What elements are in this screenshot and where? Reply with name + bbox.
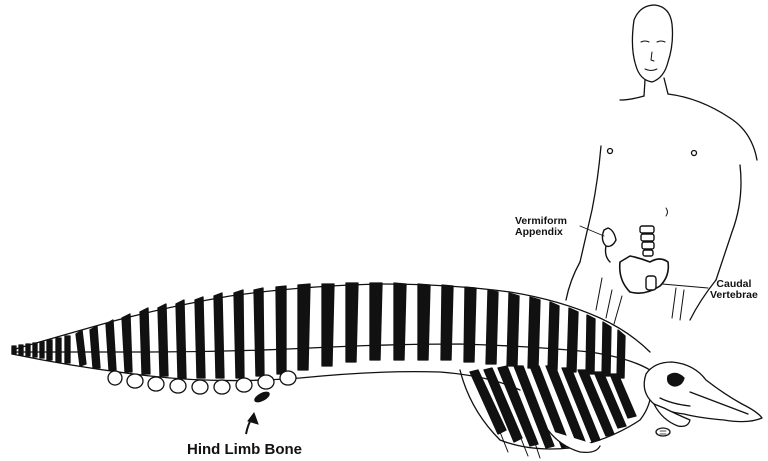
human-caudal-vertebrae [640,226,656,290]
label-hind-limb-bone: Hind Limb Bone [187,442,302,458]
human-figure [566,5,757,324]
whale-skeleton [12,283,762,458]
human-pelvis [620,256,669,293]
arrow-icon [246,413,258,434]
label-caudal-line2: Vertebrae [710,290,758,301]
whale-skull [644,362,762,436]
label-caudal-vertebrae: Caudal Vertebrae [710,279,758,301]
label-vermiform-appendix: Vermiform Appendix [515,216,567,238]
hind-limb-bone [253,390,270,404]
whale-vertebral-spines [76,283,625,378]
appendix-shape [602,228,616,262]
human-shoulders [620,94,757,160]
tail-vertebrae [12,336,70,363]
label-appendix-line2: Appendix [515,227,567,238]
whale-rib-cage [460,366,652,458]
